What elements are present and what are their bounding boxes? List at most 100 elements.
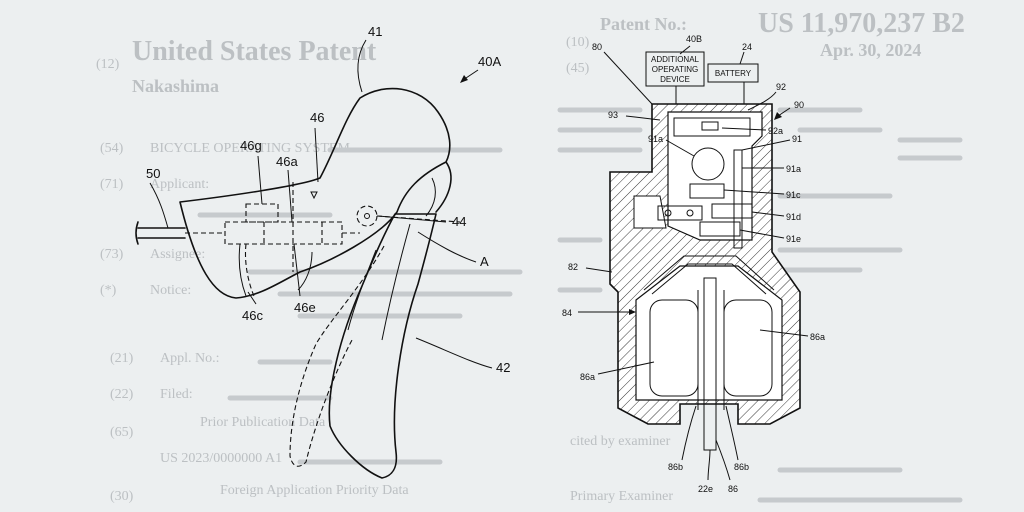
label-22e: 22e bbox=[698, 484, 713, 494]
label-92: 92 bbox=[776, 82, 786, 92]
label-93: 93 bbox=[608, 110, 618, 120]
leader-91a-left bbox=[665, 139, 695, 157]
diaphragm-line-2 bbox=[651, 263, 767, 295]
left-figure-lever: 41 40A 46 46g 46a 50 44 A 46c 46e 42 bbox=[135, 24, 510, 479]
leader-91 bbox=[741, 139, 791, 151]
bg-line-filed: Filed: bbox=[160, 387, 193, 402]
bg-patent-no-label: Patent No.: bbox=[600, 14, 687, 34]
bg-line-us: US 2023/0000000 A1 bbox=[160, 451, 282, 466]
hood-rear-edge bbox=[435, 161, 452, 213]
shaft-91 bbox=[733, 149, 743, 249]
label-44: 44 bbox=[452, 214, 466, 229]
bg-num-30: (30) bbox=[110, 489, 134, 504]
label-92a: 92a bbox=[768, 126, 783, 136]
brake-lever bbox=[328, 213, 437, 479]
label-46a: 46a bbox=[276, 154, 298, 169]
motor-cavity bbox=[635, 265, 783, 401]
label-90: 90 bbox=[794, 100, 804, 110]
label-86a-left: 86a bbox=[580, 372, 595, 382]
leader-A bbox=[417, 231, 477, 263]
switch-91d-left bbox=[657, 205, 703, 221]
battery-box bbox=[707, 63, 759, 83]
leader-46e bbox=[293, 243, 301, 297]
bg-patent-title: United States Patent bbox=[132, 36, 377, 67]
circuit-board-92 bbox=[673, 117, 751, 137]
leader-42 bbox=[415, 337, 493, 369]
leader-92a bbox=[721, 127, 767, 131]
bg-patent-no: US 11,970,237 B2 bbox=[758, 8, 965, 39]
bg-num-21: (21) bbox=[110, 351, 134, 366]
bg-num-10: (10) bbox=[566, 35, 590, 50]
leader-46c bbox=[247, 291, 257, 305]
label-46e: 46e bbox=[294, 300, 316, 315]
leader-86 bbox=[715, 439, 731, 481]
arrow-84-head bbox=[629, 309, 636, 315]
label-84: 84 bbox=[562, 308, 572, 318]
label-91c: 91c bbox=[786, 190, 801, 200]
bg-num-star: (*) bbox=[100, 283, 117, 298]
bg-num-45: (45) bbox=[566, 61, 590, 76]
label-91a-right: 91a bbox=[786, 164, 801, 174]
leader-91c bbox=[723, 189, 785, 195]
label-46: 46 bbox=[310, 110, 324, 125]
leader-91e bbox=[739, 229, 785, 239]
bg-line-applicant: Applicant: bbox=[150, 177, 209, 192]
leader-80 bbox=[603, 51, 653, 105]
bracket-contour-2 bbox=[297, 251, 313, 291]
bg-line-cited: cited by examiner bbox=[570, 434, 671, 449]
chip-92a bbox=[701, 121, 719, 131]
brake-lever-inner bbox=[347, 249, 377, 331]
box-additional-line1: ADDITIONAL bbox=[651, 55, 700, 64]
leader-91d bbox=[751, 211, 785, 217]
label-86: 86 bbox=[728, 484, 738, 494]
label-41: 41 bbox=[368, 24, 382, 39]
box-additional-line3: DEVICE bbox=[660, 75, 690, 84]
label-46c: 46c bbox=[242, 308, 263, 323]
label-82: 82 bbox=[568, 262, 578, 272]
leader-41 bbox=[357, 39, 367, 93]
label-42: 42 bbox=[496, 360, 510, 375]
leader-46a bbox=[287, 169, 293, 223]
leader-44 bbox=[377, 215, 447, 223]
bg-scribble-lines bbox=[197, 107, 963, 503]
label-91a-left: 91a bbox=[648, 134, 663, 144]
bg-line-examiner: Primary Examiner bbox=[570, 489, 673, 504]
diaphragm-line-1 bbox=[643, 255, 775, 291]
additional-operating-device-box bbox=[645, 51, 705, 87]
bg-num-22: (22) bbox=[110, 387, 134, 402]
leader-92 bbox=[747, 91, 777, 111]
box-additional-line2: OPERATING bbox=[652, 65, 699, 74]
leader-22e bbox=[707, 449, 711, 481]
leader-24 bbox=[739, 51, 745, 65]
unit-46-outline bbox=[224, 221, 343, 245]
label-86b-right: 86b bbox=[734, 462, 749, 472]
leader-40b bbox=[679, 45, 691, 55]
arrow-90-line bbox=[777, 107, 791, 117]
leader-50 bbox=[149, 182, 169, 229]
bg-line-title: BICYCLE OPERATING SYSTEM bbox=[150, 141, 350, 156]
handlebar-end-curve bbox=[135, 221, 139, 245]
bg-num-12: (12) bbox=[96, 57, 120, 72]
pivot-44-center bbox=[364, 213, 370, 219]
leader-46g bbox=[257, 155, 263, 205]
housing-side-cavity bbox=[633, 195, 667, 229]
leader-93 bbox=[625, 115, 661, 121]
label-50: 50 bbox=[146, 166, 160, 181]
label-91: 91 bbox=[792, 134, 802, 144]
bg-line-assignee: Assignee: bbox=[150, 247, 205, 262]
magnet-91a bbox=[691, 147, 725, 181]
pivot-axis-line bbox=[376, 215, 461, 223]
bg-num-73: (73) bbox=[100, 247, 124, 262]
switch-91d-right bbox=[711, 203, 753, 219]
bg-line-appl: Appl. No.: bbox=[160, 351, 220, 366]
switch-91e bbox=[699, 221, 741, 237]
label-91d: 91d bbox=[786, 212, 801, 222]
leader-86a-left bbox=[597, 361, 655, 375]
background-patent-text: (12) United States Patent Nakashima (10)… bbox=[96, 8, 965, 504]
leader-86a-right bbox=[759, 329, 809, 337]
lever-alt-position bbox=[289, 245, 385, 467]
hood-rear-inner bbox=[425, 177, 436, 217]
leader-86b-left bbox=[681, 405, 697, 461]
bg-date: Apr. 30, 2024 bbox=[820, 40, 921, 60]
